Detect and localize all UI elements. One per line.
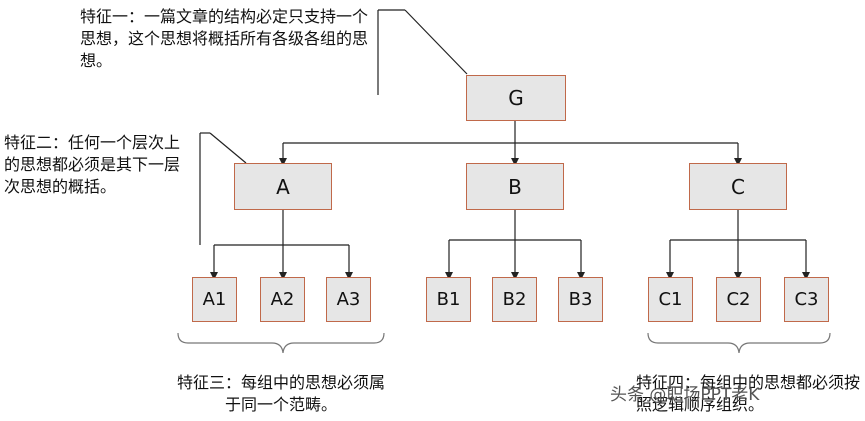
node-c1: C1 (648, 277, 693, 322)
annotation-feature3: 特征三：每组中的思想必须属于同一个范畴。 (176, 373, 385, 414)
node-b1: B1 (426, 277, 471, 322)
node-c3: C3 (784, 277, 829, 322)
node-a2: A2 (260, 277, 305, 322)
node-b2: B2 (492, 277, 537, 322)
annotation-feature2: 特征二：任何一个层次上的思想都必须是其下一层次思想的概括。 (4, 133, 181, 196)
brace-left (177, 332, 385, 354)
node-c: C (689, 163, 787, 210)
connector-b-children (445, 210, 585, 280)
node-a3: A3 (326, 277, 371, 322)
node-b: B (466, 163, 564, 210)
brace-right (647, 332, 831, 354)
annotation-feature1: 特征一：一篇文章的结构必定只支持一个思想，这个思想将概括所有各级各组的思想。 (80, 7, 369, 70)
callout-feature2 (199, 132, 247, 245)
node-a1: A1 (192, 277, 237, 322)
annotation-feature4: 特征四：每组中的思想都必须按照逻辑顺序组织。 (636, 373, 861, 414)
node-c2: C2 (716, 277, 761, 322)
connector-a-children (210, 210, 353, 280)
node-a: A (234, 163, 332, 210)
watermark: 头条 @职场PPT老K (610, 385, 760, 405)
connector-c-children (666, 210, 810, 280)
node-b3: B3 (558, 277, 603, 322)
node-g: G (466, 75, 566, 121)
callout-feature1 (377, 9, 468, 95)
connector-g-children (279, 121, 742, 166)
